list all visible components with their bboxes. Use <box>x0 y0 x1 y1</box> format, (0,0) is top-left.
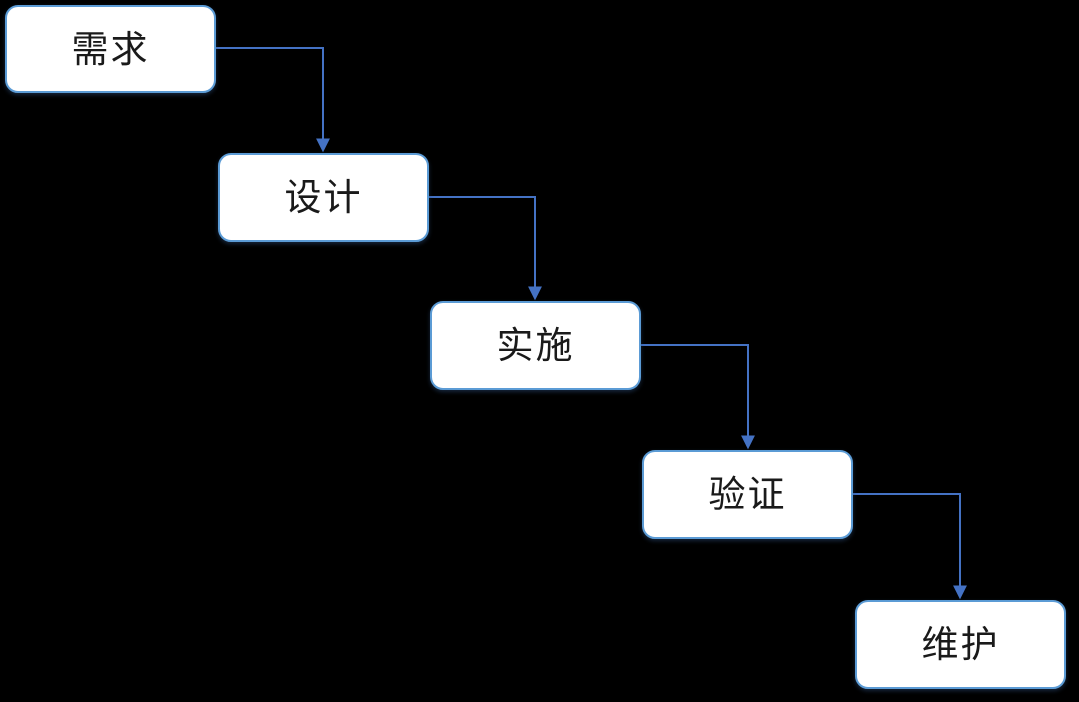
connector-verification-to-maintenance <box>853 493 967 600</box>
connector-requirements-to-design <box>216 47 330 153</box>
node-maintenance[interactable]: 维护 <box>855 600 1066 689</box>
node-maintenance-label: 维护 <box>921 623 1000 666</box>
node-implementation[interactable]: 实施 <box>430 301 641 390</box>
node-verification-label: 验证 <box>708 473 787 516</box>
node-requirements[interactable]: 需求 <box>5 5 216 93</box>
node-design[interactable]: 设计 <box>218 153 429 242</box>
node-implementation-label: 实施 <box>496 324 575 367</box>
connector-implementation-to-verification <box>641 344 755 450</box>
node-verification[interactable]: 验证 <box>642 450 853 539</box>
node-requirements-label: 需求 <box>71 27 150 71</box>
node-design-label: 设计 <box>284 176 363 219</box>
connector-design-to-implementation <box>429 196 542 301</box>
